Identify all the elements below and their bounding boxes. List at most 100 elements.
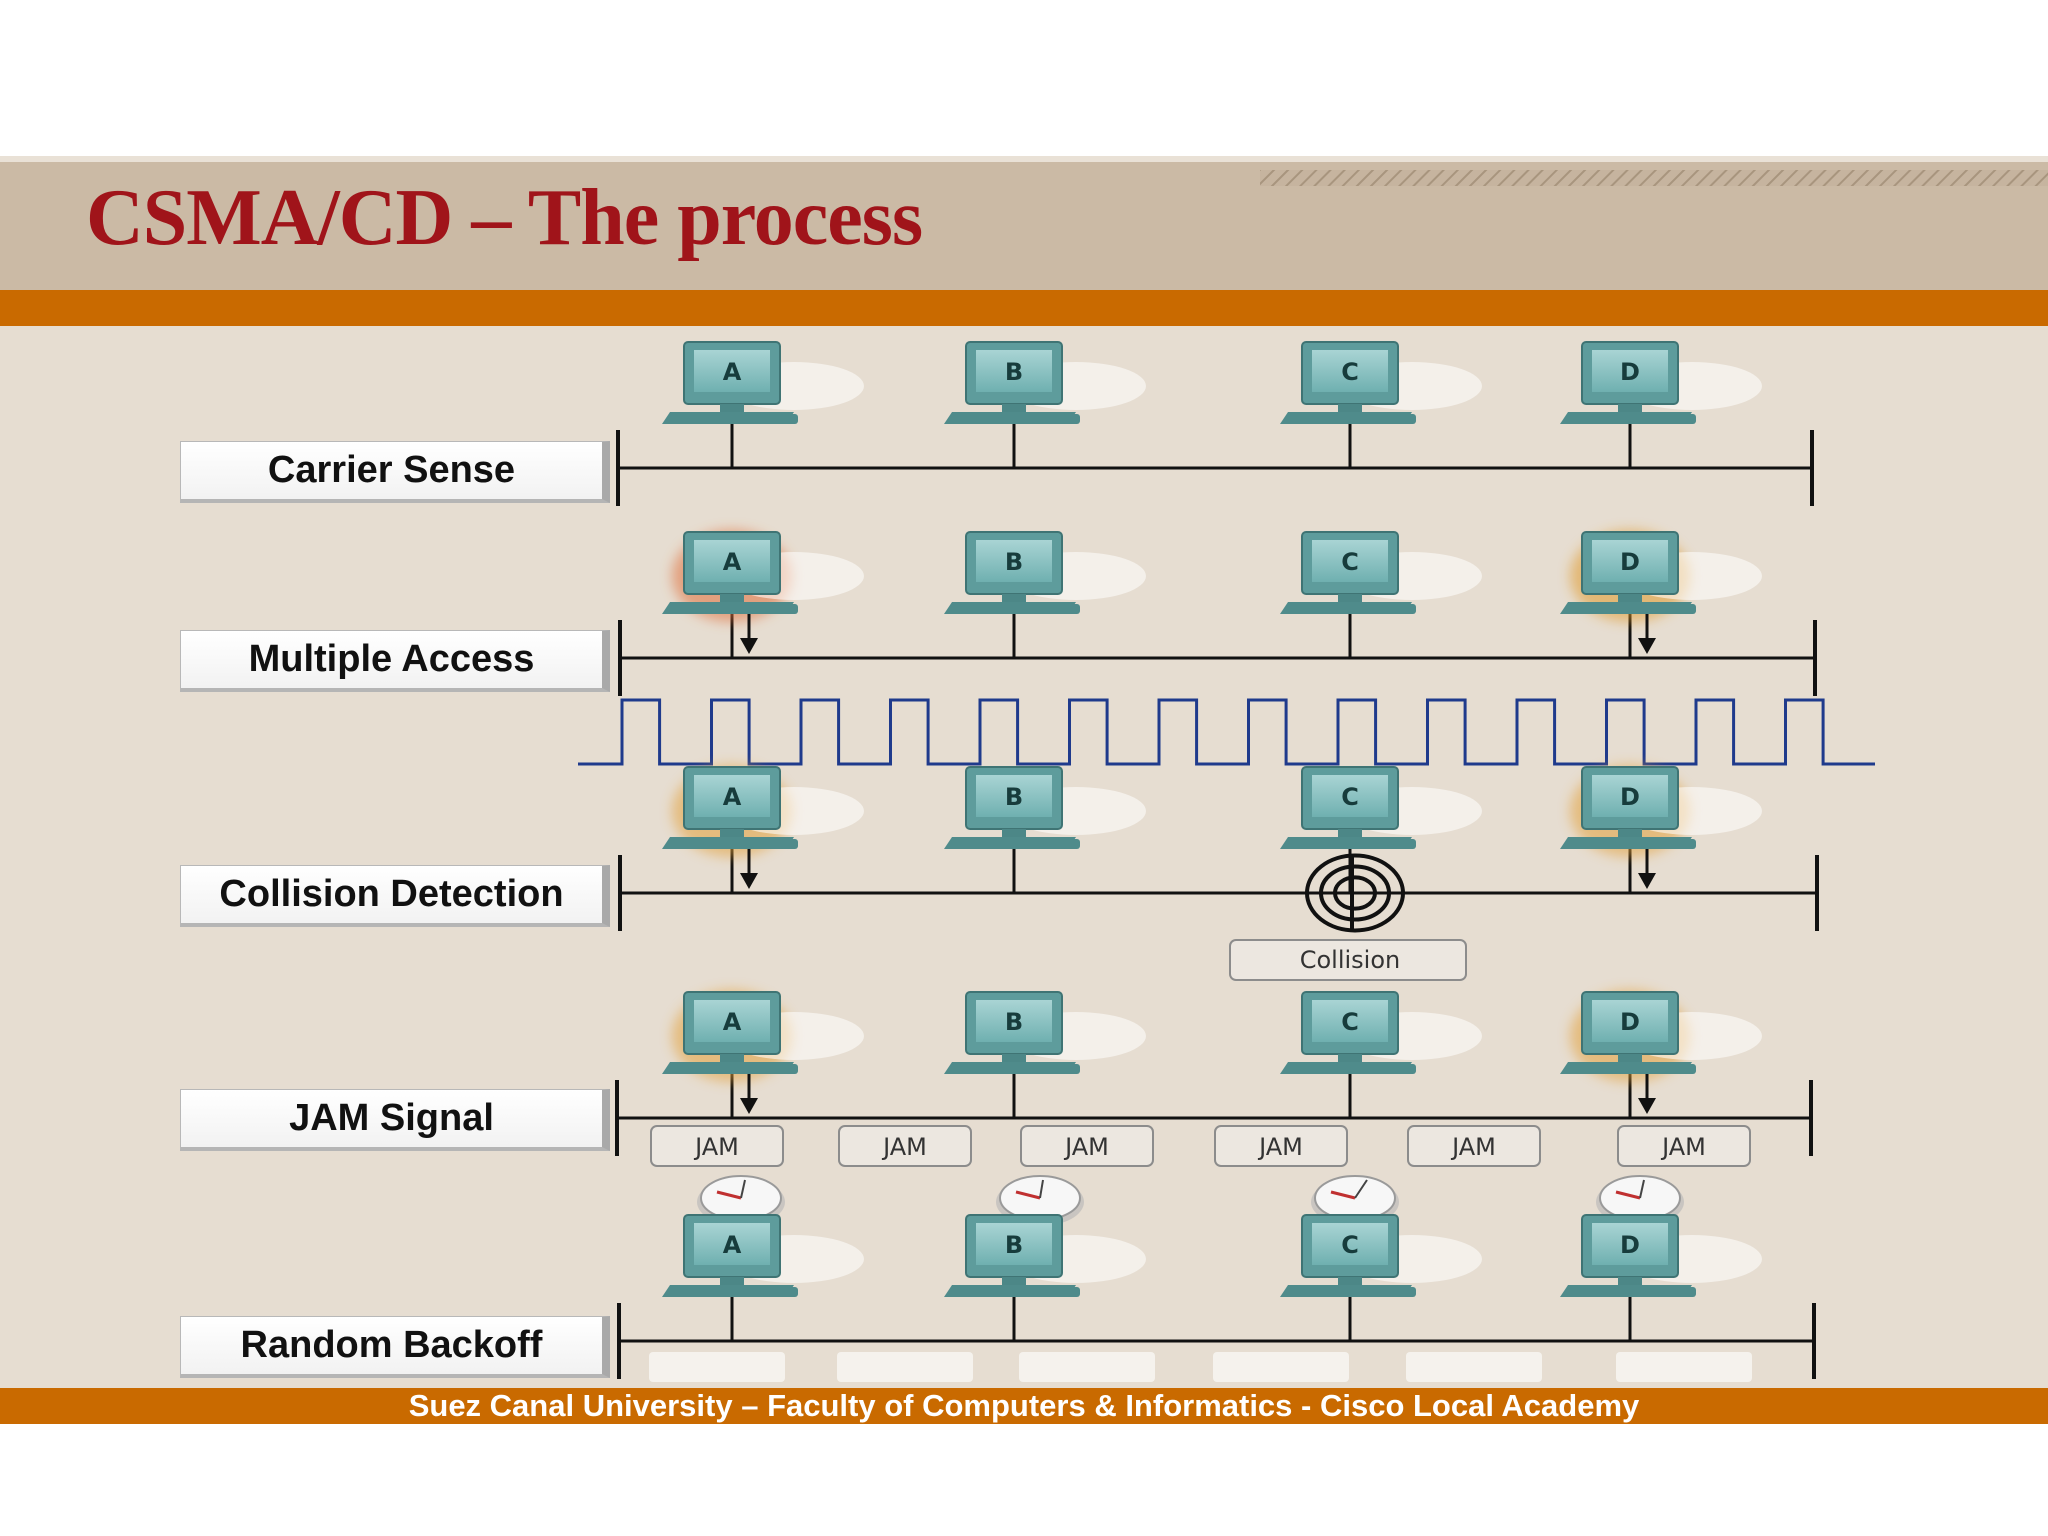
- orange-bar-bottom: [0, 1388, 2048, 1424]
- screen: [1592, 775, 1668, 817]
- jam-label: JAM: [693, 1133, 739, 1161]
- step-label-text: Multiple Access: [248, 638, 535, 680]
- screen: [1312, 1000, 1388, 1042]
- computer-icon: C: [1280, 1214, 1482, 1297]
- computer-icon: B: [944, 531, 1146, 614]
- jam-label: JAM: [881, 1133, 927, 1161]
- screen: [976, 775, 1052, 817]
- computer-base: [1280, 1062, 1412, 1074]
- monitor-stand: [1618, 594, 1642, 602]
- monitor-stand: [720, 829, 744, 837]
- backoff-slot: [1406, 1352, 1542, 1382]
- station-letter: B: [1005, 358, 1023, 386]
- transmit-arrowhead: [1638, 1098, 1656, 1114]
- mouse: [1678, 604, 1696, 614]
- step-label-carrier-sense: Carrier Sense: [180, 441, 610, 503]
- screen: [1592, 1000, 1668, 1042]
- step-label-random-backoff: Random Backoff: [180, 1316, 610, 1378]
- jam-label: JAM: [1257, 1133, 1303, 1161]
- computer-icon: D: [1560, 765, 1762, 857]
- backoff-slot: [649, 1352, 785, 1382]
- screen: [976, 350, 1052, 392]
- computer-base: [1560, 1285, 1692, 1297]
- mouse: [1678, 414, 1696, 424]
- computer-base: [1280, 837, 1412, 849]
- footer-text: Suez Canal University – Faculty of Compu…: [408, 1388, 1640, 1423]
- computer-base: [662, 837, 794, 849]
- computer-base: [944, 837, 1076, 849]
- orange-bar-top: [0, 290, 2048, 326]
- mouse: [1398, 1064, 1416, 1074]
- computer-base: [1560, 1062, 1692, 1074]
- monitor-stand: [1618, 1277, 1642, 1285]
- monitor-stand: [1338, 1054, 1362, 1062]
- monitor-stand: [720, 1277, 744, 1285]
- clock-hand: [716, 1190, 742, 1200]
- station-letter: A: [723, 783, 742, 811]
- station-letter: B: [1005, 1231, 1023, 1259]
- step-label-text: JAM Signal: [289, 1097, 494, 1139]
- collision-ring: [1333, 875, 1377, 911]
- hatch-strip: [1260, 170, 2048, 186]
- jam-label-box: [1617, 1125, 1751, 1167]
- screen: [976, 540, 1052, 582]
- clock-hand: [1354, 1179, 1368, 1199]
- mouse: [1062, 839, 1080, 849]
- station-letter: D: [1620, 548, 1640, 576]
- mouse: [780, 1064, 798, 1074]
- square-wave: [578, 698, 1875, 766]
- screen: [1312, 540, 1388, 582]
- station-letter: A: [723, 358, 742, 386]
- station-letter: A: [723, 1231, 742, 1259]
- screen: [694, 1223, 770, 1265]
- station-letter: C: [1341, 1231, 1359, 1259]
- station-letter: C: [1341, 548, 1359, 576]
- monitor-stand: [1618, 404, 1642, 412]
- mouse: [1398, 604, 1416, 614]
- monitor-stand: [1002, 594, 1026, 602]
- clock-hand: [740, 1179, 746, 1199]
- computer-base: [1280, 1285, 1412, 1297]
- collision-label: Collision: [1300, 946, 1401, 974]
- monitor-stand: [1338, 1277, 1362, 1285]
- computer-base: [662, 1285, 794, 1297]
- collision-ring: [1305, 853, 1405, 933]
- screen: [1312, 350, 1388, 392]
- computer-icon: C: [1280, 766, 1482, 849]
- station-letter: A: [723, 1008, 742, 1036]
- clock-hand: [1039, 1179, 1044, 1199]
- screen: [694, 540, 770, 582]
- mouse: [780, 839, 798, 849]
- backoff-slot: [1019, 1352, 1155, 1382]
- computer-base: [1560, 602, 1692, 614]
- monitor-stand: [1002, 1277, 1026, 1285]
- screen: [694, 350, 770, 392]
- computer-icon: D: [1560, 990, 1762, 1082]
- clock-hand: [1015, 1190, 1041, 1200]
- monitor-stand: [1002, 1054, 1026, 1062]
- screen: [976, 1223, 1052, 1265]
- step-label-jam-signal: JAM Signal: [180, 1089, 610, 1151]
- computer-icon: C: [1280, 531, 1482, 614]
- station-letter: D: [1620, 358, 1640, 386]
- screen: [694, 775, 770, 817]
- jam-label: JAM: [1660, 1133, 1706, 1161]
- monitor-stand: [720, 404, 744, 412]
- collision-label-box: [1229, 939, 1467, 981]
- computer-icon: D: [1560, 530, 1762, 622]
- monitor-stand: [1618, 829, 1642, 837]
- station-letter: B: [1005, 783, 1023, 811]
- step-label-multiple-access: Multiple Access: [180, 630, 610, 692]
- screen: [694, 1000, 770, 1042]
- transmit-arrowhead: [1638, 638, 1656, 654]
- transmit-arrowhead: [740, 1098, 758, 1114]
- monitor-stand: [1618, 1054, 1642, 1062]
- computer-icon: B: [944, 766, 1146, 849]
- computer-icon: A: [662, 765, 864, 857]
- monitor-stand: [1002, 829, 1026, 837]
